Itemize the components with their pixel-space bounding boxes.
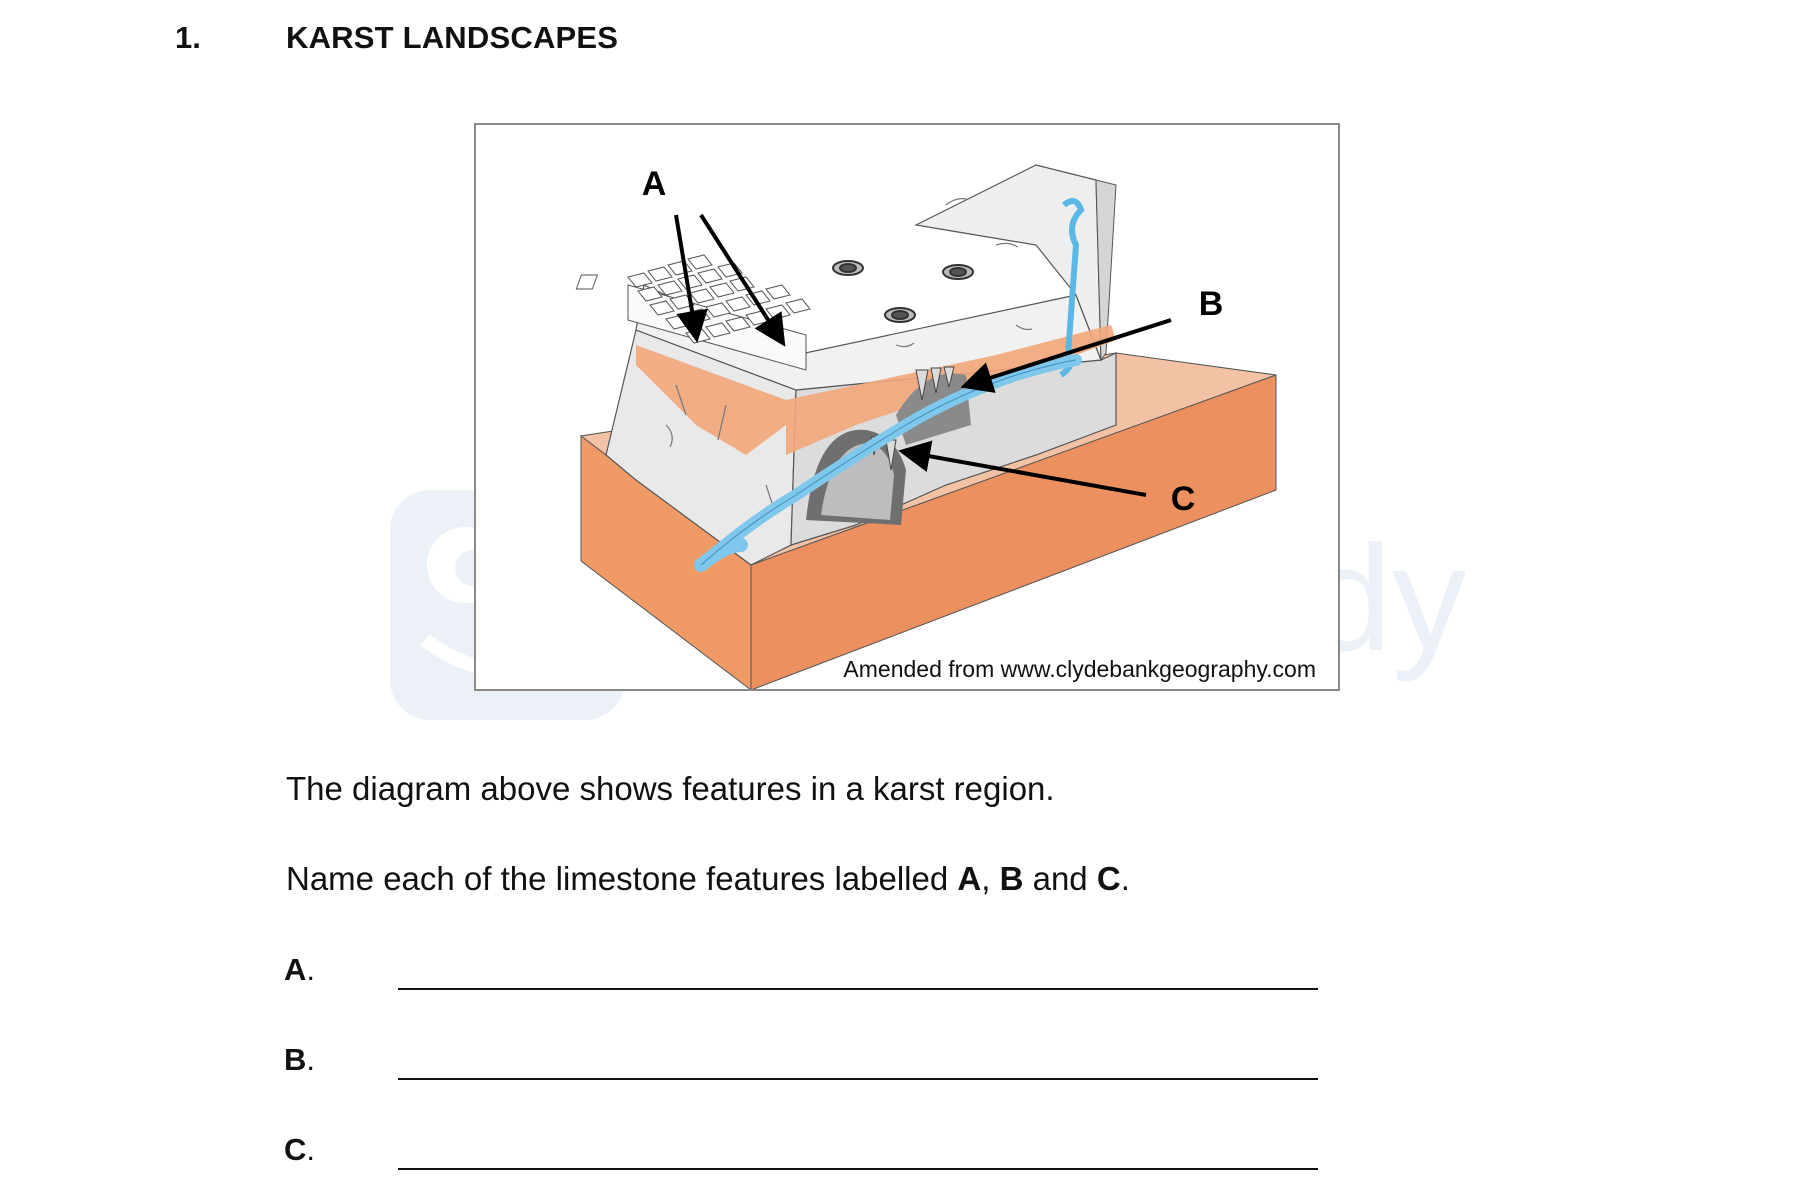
shale-band-front [636, 345, 786, 455]
arrow-b [960, 318, 1172, 393]
answer-line-b[interactable] [398, 1078, 1318, 1080]
arrow-a-left [674, 214, 708, 343]
question-title: KARST LANDSCAPES [286, 20, 619, 55]
answer-row-b: B. [284, 1042, 1324, 1092]
answer-row-a: A. [284, 952, 1324, 1002]
answer-label-b: B. [284, 1042, 316, 1077]
arrow-c [898, 440, 1147, 497]
instruction-sep-1: , [981, 860, 1000, 897]
answer-line-c[interactable] [398, 1168, 1318, 1170]
label-a: A [642, 165, 667, 203]
stalactites [870, 366, 955, 471]
instruction-letter-a: A [957, 860, 982, 897]
label-c: C [1171, 480, 1196, 518]
instruction-letter-b: B [999, 860, 1024, 897]
label-arrows [674, 213, 1172, 497]
instruction-text: Name each of the limestone features labe… [286, 860, 1130, 898]
karst-block-illustration: A B C [575, 164, 1277, 689]
intro-text: The diagram above shows features in a ka… [286, 770, 1055, 807]
swallow-holes [832, 260, 974, 323]
instruction-prefix: Name each of the limestone features labe… [286, 860, 958, 897]
answer-line-a[interactable] [398, 988, 1318, 990]
instruction-end: . [1120, 860, 1130, 897]
base-rock-side [750, 374, 1277, 689]
answer-label-a: A. [284, 952, 316, 987]
instruction-letter-c: C [1096, 860, 1121, 897]
karst-diagram: A B C Amended from www.clydebankgeograph… [474, 123, 1340, 691]
answer-label-c: C. [284, 1132, 316, 1167]
answer-row-c: C. [284, 1132, 1324, 1182]
instruction-sep-2: and [1023, 860, 1097, 897]
figure-credit: Amended from www.clydebankgeography.com [843, 656, 1316, 682]
question-number: 1. [175, 20, 201, 55]
arrow-a-right [699, 213, 786, 347]
label-b: B [1199, 285, 1224, 323]
limestone-rear-cliff [1095, 179, 1117, 362]
